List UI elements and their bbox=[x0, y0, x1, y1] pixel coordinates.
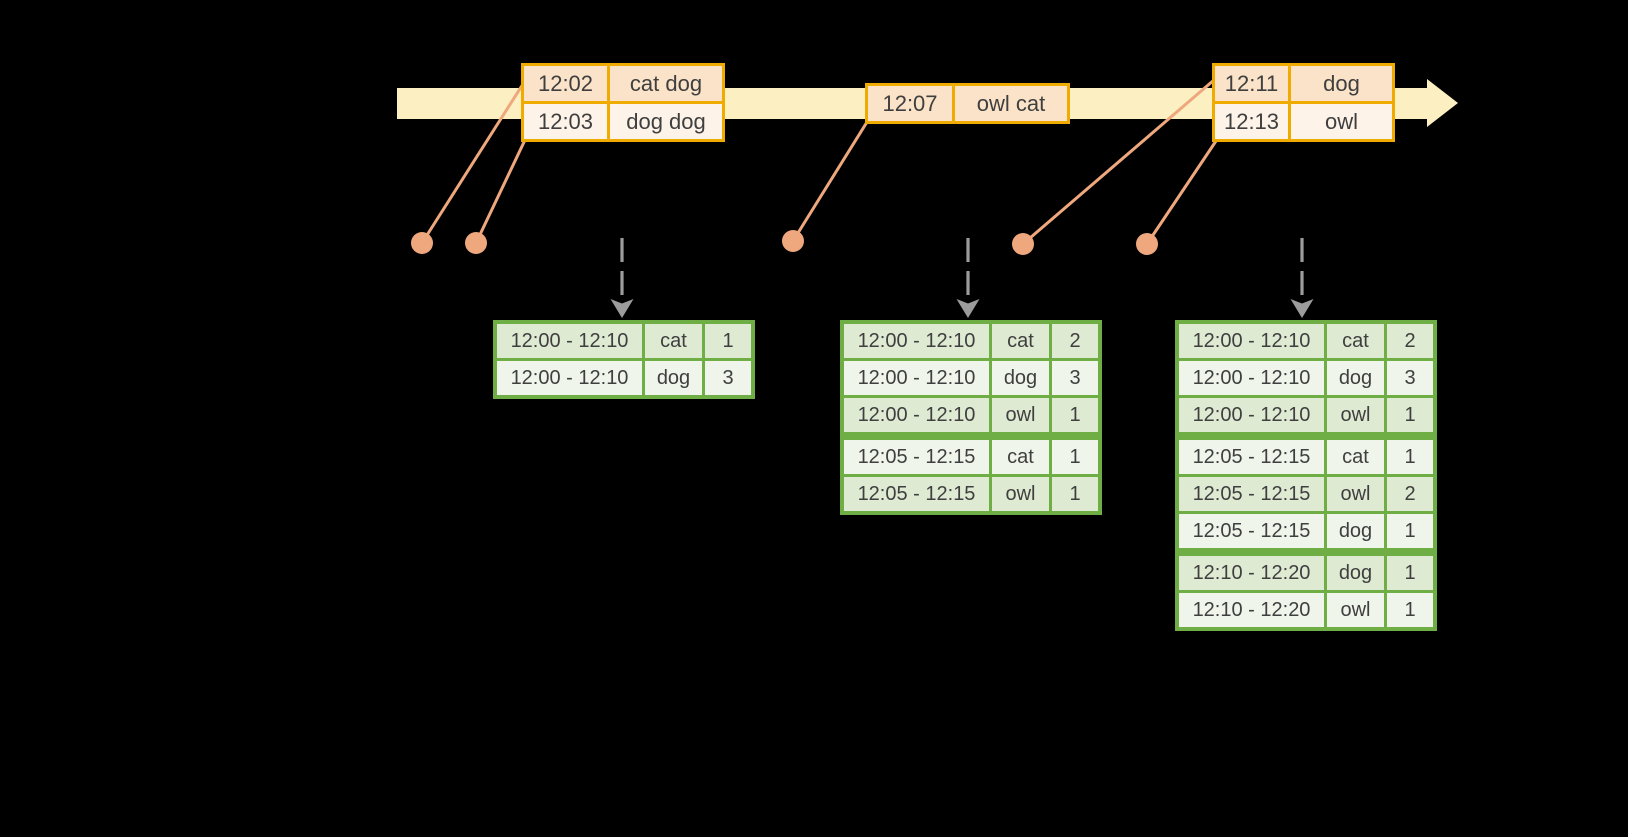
count-cell: 1 bbox=[705, 324, 751, 358]
event-dot bbox=[465, 232, 487, 254]
word-cell: dog bbox=[645, 361, 702, 395]
event-dot bbox=[411, 232, 433, 254]
window-cell: 12:00 - 12:10 bbox=[497, 324, 642, 358]
event-words-cell: dog dog bbox=[610, 104, 722, 139]
event-dot bbox=[1012, 233, 1034, 255]
count-cell: 1 bbox=[1052, 440, 1098, 474]
window-cell: 12:00 - 12:10 bbox=[844, 361, 989, 395]
event-time-cell: 12:11 bbox=[1215, 66, 1288, 101]
word-cell: cat bbox=[1327, 324, 1384, 358]
word-cell: dog bbox=[992, 361, 1049, 395]
event-words-cell: owl bbox=[1291, 104, 1392, 139]
window-cell: 12:00 - 12:10 bbox=[844, 398, 989, 432]
count-cell: 1 bbox=[1387, 398, 1433, 432]
word-cell: owl bbox=[992, 477, 1049, 511]
count-cell: 2 bbox=[1387, 324, 1433, 358]
timeline-arrowhead-icon bbox=[1427, 79, 1458, 127]
count-cell: 1 bbox=[1387, 556, 1433, 590]
event-time-cell: 12:07 bbox=[868, 86, 952, 121]
window-cell: 12:10 - 12:20 bbox=[1179, 593, 1324, 627]
window-cell: 12:00 - 12:10 bbox=[1179, 398, 1324, 432]
window-cell: 12:10 - 12:20 bbox=[1179, 556, 1324, 590]
word-cell: owl bbox=[992, 398, 1049, 432]
word-cell: owl bbox=[1327, 398, 1384, 432]
window-cell: 12:00 - 12:10 bbox=[1179, 361, 1324, 395]
event-time-cell: 12:13 bbox=[1215, 104, 1288, 139]
count-cell: 1 bbox=[1052, 398, 1098, 432]
window-cell: 12:00 - 12:10 bbox=[844, 324, 989, 358]
event-time-cell: 12:02 bbox=[524, 66, 607, 101]
word-cell: cat bbox=[1327, 440, 1384, 474]
word-cell: cat bbox=[992, 440, 1049, 474]
window-cell: 12:05 - 12:15 bbox=[844, 477, 989, 511]
event-words-cell: cat dog bbox=[610, 66, 722, 101]
window-cell: 12:05 - 12:15 bbox=[1179, 477, 1324, 511]
event-connector-line bbox=[1022, 78, 1215, 246]
count-cell: 1 bbox=[1387, 593, 1433, 627]
trigger-arrowhead-icon bbox=[610, 299, 634, 318]
word-cell: owl bbox=[1327, 593, 1384, 627]
event-words-cell: owl cat bbox=[955, 86, 1067, 121]
count-cell: 2 bbox=[1387, 477, 1433, 511]
event-connector-line bbox=[420, 83, 525, 244]
count-cell: 1 bbox=[1387, 440, 1433, 474]
count-cell: 1 bbox=[1387, 514, 1433, 548]
word-cell: cat bbox=[645, 324, 702, 358]
word-cell: cat bbox=[992, 324, 1049, 358]
count-cell: 3 bbox=[1052, 361, 1098, 395]
window-cell: 12:00 - 12:10 bbox=[1179, 324, 1324, 358]
window-cell: 12:05 - 12:15 bbox=[1179, 514, 1324, 548]
count-cell: 3 bbox=[705, 361, 751, 395]
count-cell: 1 bbox=[1052, 477, 1098, 511]
event-connector-line bbox=[791, 121, 869, 242]
window-cell: 12:00 - 12:10 bbox=[497, 361, 642, 395]
count-cell: 2 bbox=[1052, 324, 1098, 358]
event-connector-line bbox=[1145, 140, 1218, 245]
trigger-arrowhead-icon bbox=[1290, 299, 1314, 318]
word-cell: dog bbox=[1327, 556, 1384, 590]
word-cell: owl bbox=[1327, 477, 1384, 511]
trigger-arrowhead-icon bbox=[956, 299, 980, 318]
window-cell: 12:05 - 12:15 bbox=[1179, 440, 1324, 474]
event-dot bbox=[782, 230, 804, 252]
event-time-cell: 12:03 bbox=[524, 104, 607, 139]
event-connector-line bbox=[474, 139, 527, 244]
count-cell: 3 bbox=[1387, 361, 1433, 395]
event-words-cell: dog bbox=[1291, 66, 1392, 101]
window-cell: 12:05 - 12:15 bbox=[844, 440, 989, 474]
word-cell: dog bbox=[1327, 361, 1384, 395]
word-cell: dog bbox=[1327, 514, 1384, 548]
event-dot bbox=[1136, 233, 1158, 255]
